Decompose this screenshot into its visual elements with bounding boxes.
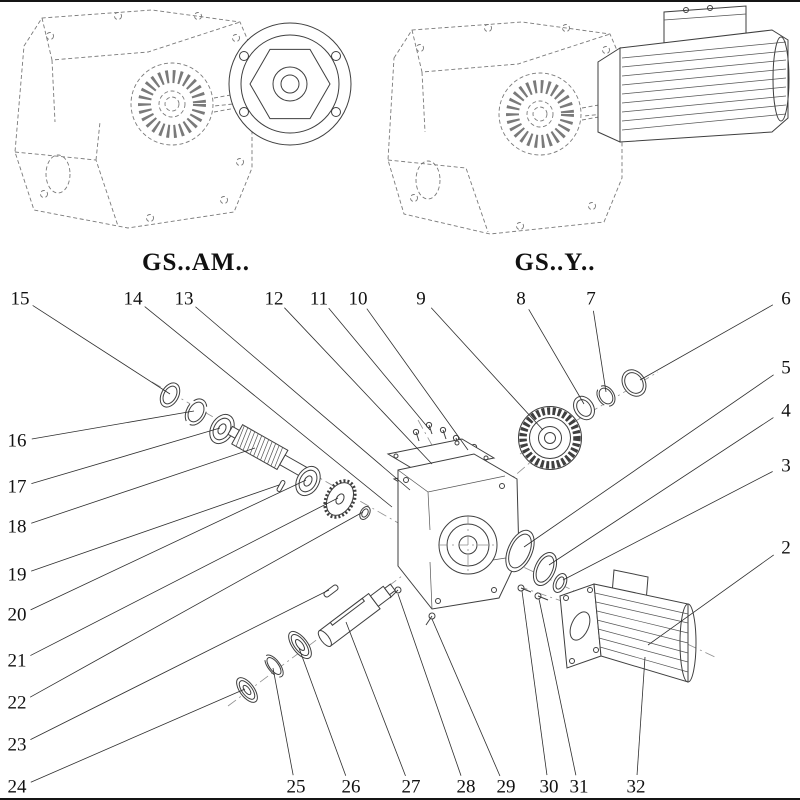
leader-line bbox=[528, 309, 585, 405]
leader-line bbox=[397, 593, 462, 776]
leader-line bbox=[31, 447, 256, 524]
gasket-5 bbox=[505, 529, 535, 573]
seal-ring-15 bbox=[159, 382, 181, 408]
leader-line bbox=[144, 306, 393, 508]
leader-line bbox=[636, 656, 646, 776]
leader-line bbox=[523, 374, 774, 548]
leader-line bbox=[431, 618, 501, 777]
leader-line bbox=[647, 554, 774, 646]
leader-line bbox=[30, 497, 339, 656]
leader-line bbox=[521, 590, 548, 776]
flange-bolt-31 bbox=[534, 592, 549, 601]
seal-ring-6 bbox=[621, 369, 647, 397]
worm-gear-21 bbox=[323, 479, 357, 519]
gearbox-flange-drawing bbox=[14, 9, 352, 229]
ring-22 bbox=[359, 506, 371, 520]
leader-line bbox=[31, 410, 195, 440]
bushing-3 bbox=[552, 573, 568, 593]
leader-line bbox=[562, 471, 773, 581]
helical-gear-9 bbox=[518, 406, 582, 470]
leader-line bbox=[31, 484, 280, 572]
leader-line bbox=[639, 304, 774, 381]
snap-ring-25 bbox=[264, 654, 284, 678]
bearing-17 bbox=[209, 413, 235, 445]
leader-line bbox=[32, 305, 171, 395]
leader-line bbox=[366, 308, 469, 451]
leader-line bbox=[592, 310, 607, 393]
exploded-motor-32 bbox=[559, 569, 697, 683]
leader-line bbox=[328, 307, 431, 431]
variant-title-gs-y: GS..Y.. bbox=[514, 249, 596, 276]
pin-19 bbox=[276, 480, 286, 492]
shaft-key-23 bbox=[323, 584, 339, 598]
end-washer-24 bbox=[236, 677, 258, 703]
leader-line bbox=[30, 688, 246, 783]
leader-line bbox=[30, 589, 330, 741]
leader-lines bbox=[29, 304, 774, 783]
gear-housing-14 bbox=[389, 453, 520, 626]
flange-bolt-30 bbox=[517, 584, 532, 593]
bearing-20 bbox=[295, 465, 321, 497]
snap-ring-16 bbox=[184, 398, 208, 426]
shim-ring-4 bbox=[532, 552, 558, 586]
leader-line bbox=[430, 307, 544, 431]
leader-line bbox=[29, 511, 364, 698]
washer-8 bbox=[573, 395, 595, 421]
motor-drawing bbox=[597, 5, 790, 143]
leader-line bbox=[298, 647, 347, 776]
leader-line bbox=[284, 307, 433, 465]
leader-line bbox=[272, 667, 294, 776]
leader-line bbox=[31, 427, 221, 485]
output-flange bbox=[228, 22, 352, 146]
bearing-26 bbox=[288, 630, 312, 660]
gearbox-motor-drawing bbox=[387, 5, 790, 235]
leader-line bbox=[345, 621, 406, 776]
cover-screws-11 bbox=[412, 421, 460, 448]
exploded-view-drawing bbox=[151, 369, 716, 707]
output-shaft-27 bbox=[317, 583, 396, 647]
leader-line bbox=[195, 306, 411, 491]
variant-title-gs-am: GS..AM.. bbox=[142, 249, 250, 276]
leader-line bbox=[538, 598, 577, 776]
snap-ring-7 bbox=[596, 385, 616, 407]
leader-line bbox=[30, 479, 307, 611]
leader-line bbox=[548, 417, 774, 566]
